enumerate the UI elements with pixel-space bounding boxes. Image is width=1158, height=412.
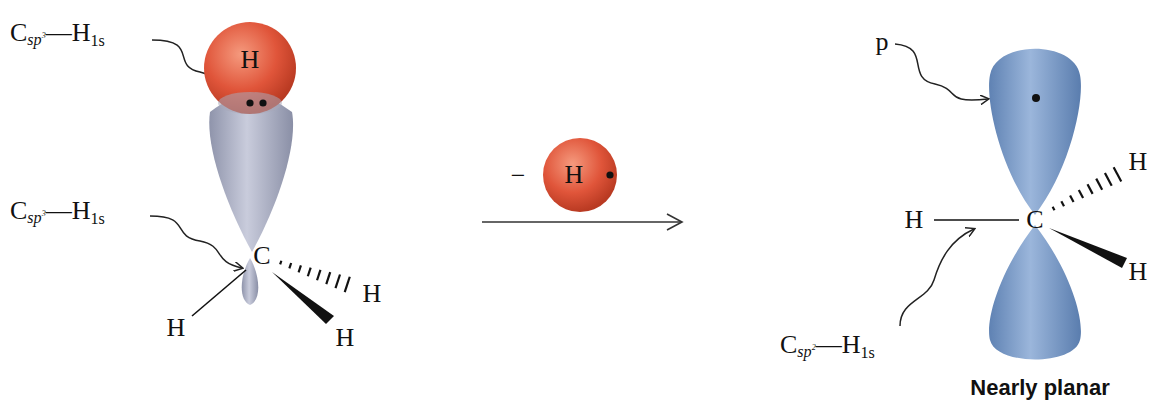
hash-stroke [1053, 207, 1055, 210]
p-lobe [989, 225, 1081, 360]
caption-note: Nearly planar [970, 377, 1109, 399]
hydrogen-sphere: H [203, 21, 297, 115]
unpaired-electron [1032, 94, 1040, 102]
hash-stroke [336, 274, 340, 288]
hash-stroke [1088, 184, 1093, 194]
hash-stroke [1070, 196, 1073, 203]
hash-stroke [1105, 173, 1112, 186]
hash-stroke [1079, 190, 1083, 198]
hash-stroke [308, 268, 311, 277]
atom-label: H [203, 13, 297, 107]
minus-sign: − [511, 163, 526, 189]
hydrogen-sphere: H [542, 137, 618, 213]
atom-label: H [1129, 259, 1148, 285]
orbital-label: p [876, 29, 889, 55]
atom-label: H [1129, 149, 1148, 175]
atom-label: H [336, 325, 355, 351]
hash-stroke [1096, 179, 1102, 190]
hash-stroke [280, 261, 281, 265]
hash-stroke [317, 270, 320, 280]
orbital-label: Csp3—H1s [10, 198, 105, 227]
leader-arrow [900, 229, 974, 326]
reaction-arrow [482, 221, 682, 223]
solid-wedge [1049, 228, 1127, 268]
hash-stroke [326, 272, 330, 284]
leader-arrow [150, 216, 242, 268]
orbital-label: Csp3—H1s [10, 20, 105, 49]
bond-line [192, 270, 246, 316]
atom-label: H [536, 137, 612, 213]
sp3-lobe [209, 96, 293, 252]
hash-stroke [289, 263, 291, 268]
leader-arrow [895, 44, 988, 100]
atom-label: C [253, 243, 270, 269]
hash-stroke [1061, 201, 1064, 206]
bond-line [934, 219, 1019, 221]
atom-label: H [363, 281, 382, 307]
atom-label: H [167, 315, 186, 341]
orbital-label: Csp2—H1s [780, 332, 875, 361]
hashed-wedge [1053, 167, 1122, 210]
atom-label: C [1026, 207, 1043, 233]
hash-stroke [1114, 167, 1122, 181]
hash-stroke [345, 277, 350, 292]
atom-label: H [905, 207, 924, 233]
hash-stroke [299, 265, 301, 272]
solid-wedge [272, 272, 334, 324]
p-lobe [989, 49, 1081, 215]
